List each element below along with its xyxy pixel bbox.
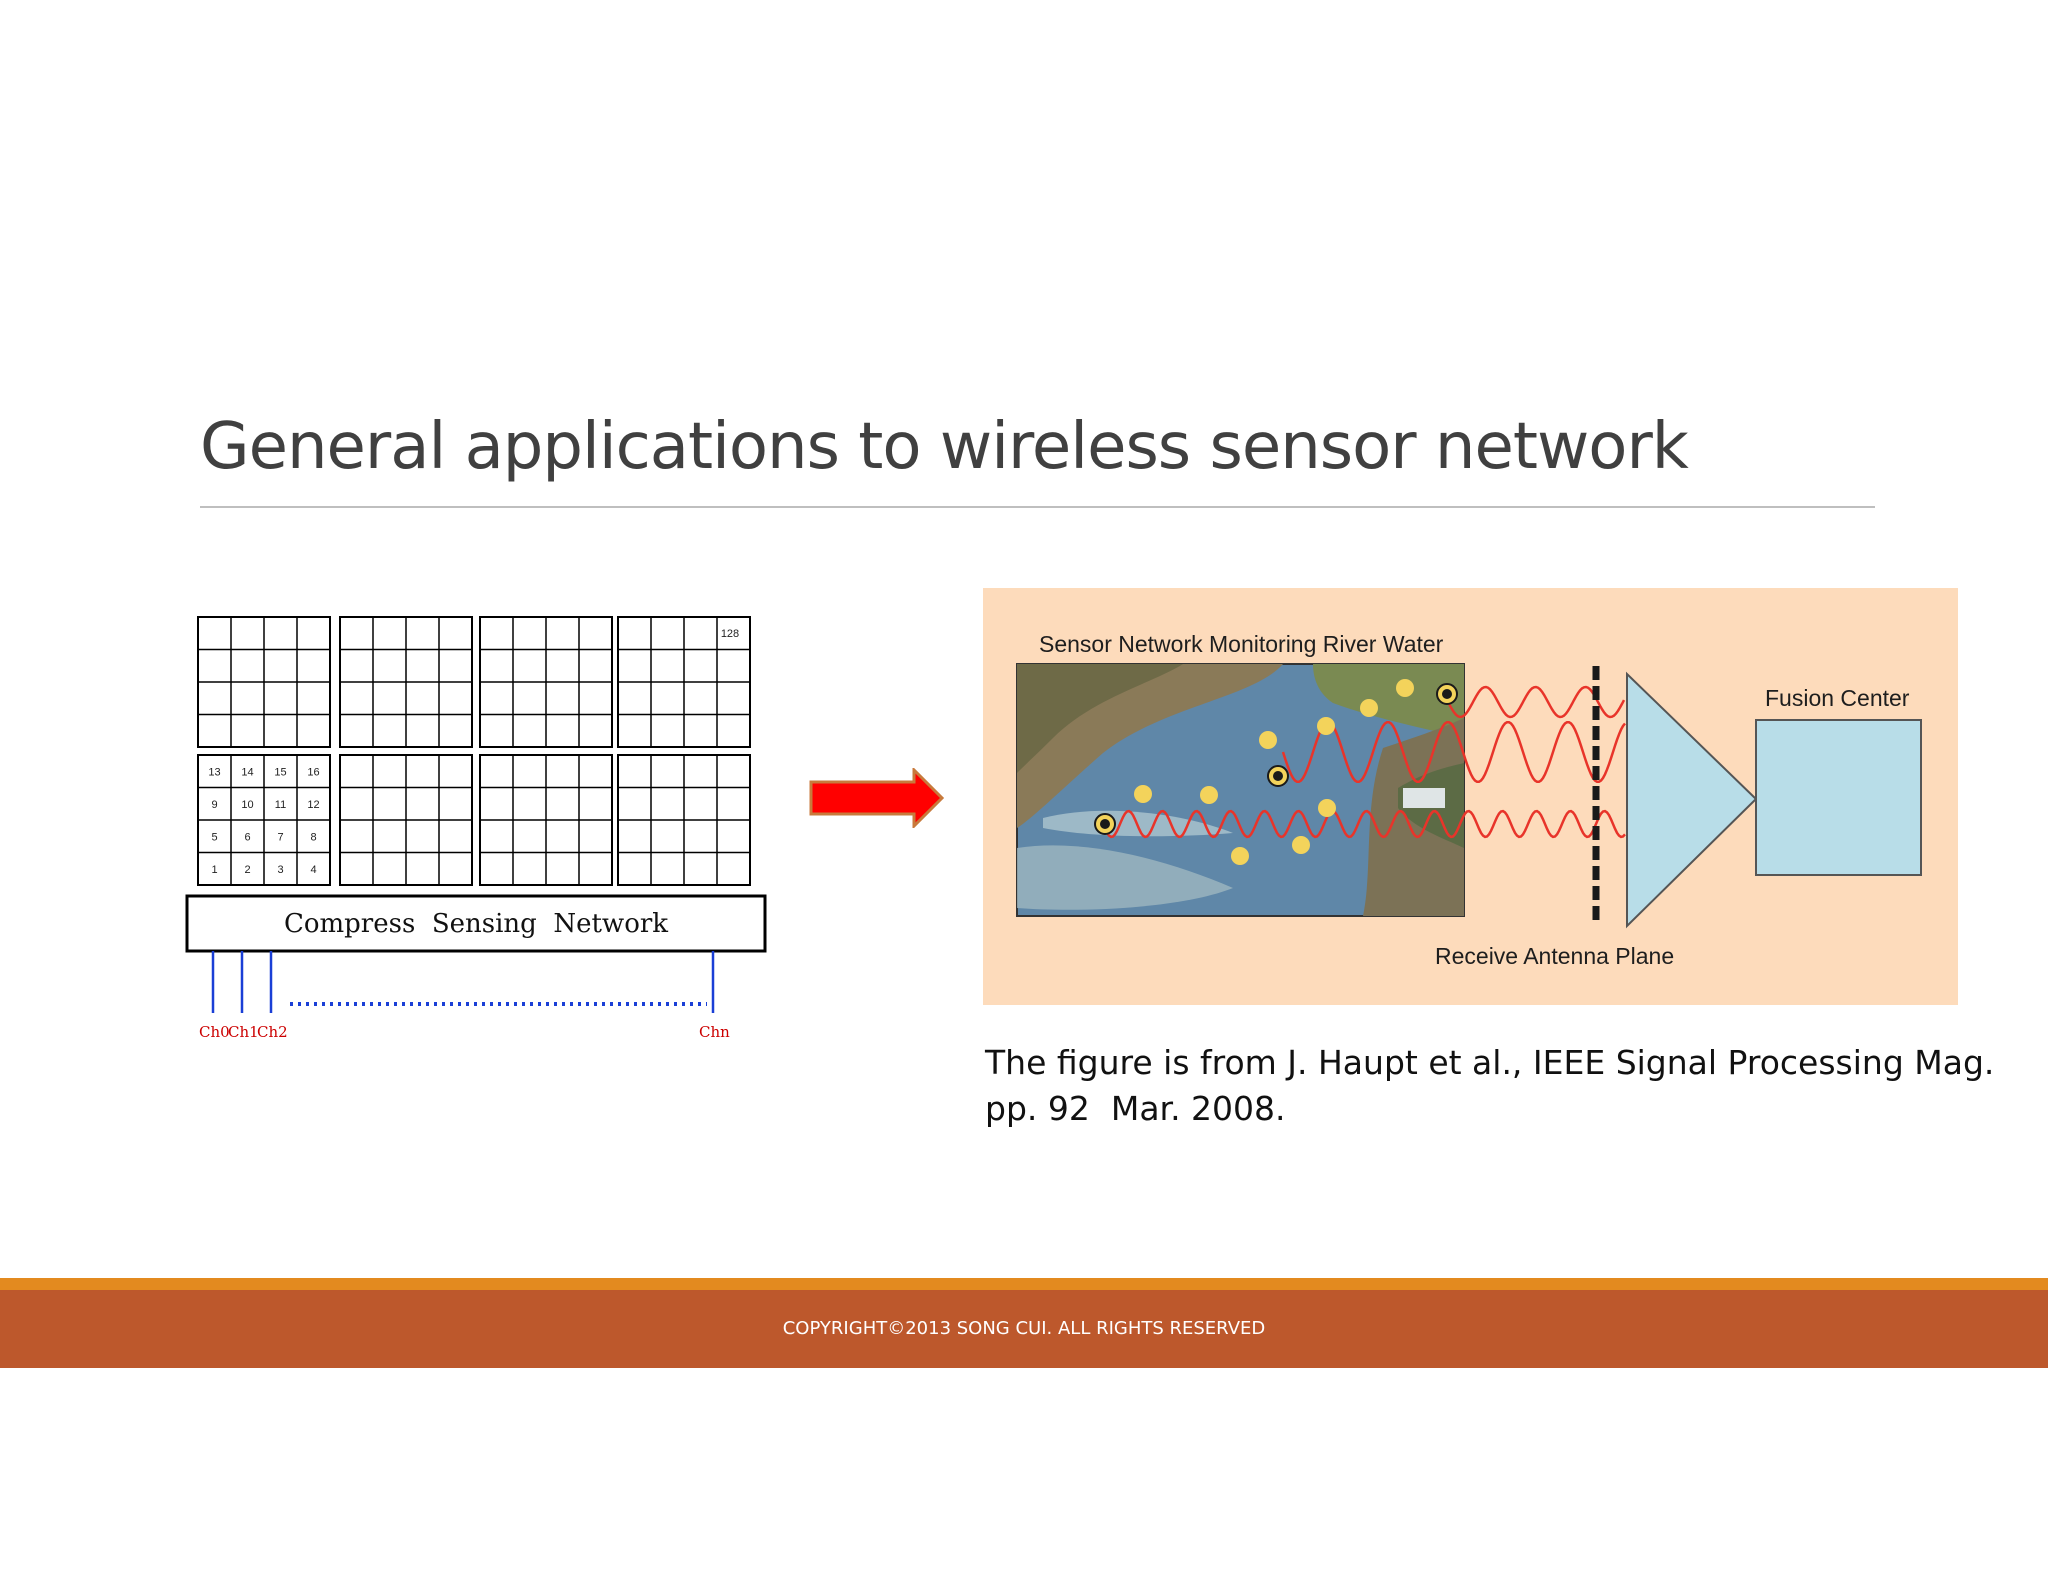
sensor-block-5	[197, 754, 331, 886]
sensor-node-7	[1318, 799, 1336, 817]
fusion-center-label: Fusion Center	[1765, 685, 1910, 711]
right-arrow	[809, 768, 945, 828]
sensor-node-9	[1292, 836, 1310, 854]
sensor-network-figure: Sensor Network Monitoring River Water Fu…	[983, 588, 1958, 1005]
channel-label-ch1: Ch1	[228, 1023, 259, 1041]
figure-caption: The figure is from J. Haupt et al., IEEE…	[985, 1040, 1995, 1132]
sensor-grid-blocks	[197, 616, 751, 886]
cell-number-8: 8	[310, 831, 316, 843]
cell-number-128: 128	[721, 628, 739, 640]
cell-number-1: 1	[211, 864, 217, 876]
cell-number-4: 4	[310, 864, 316, 876]
wave-bottom	[1101, 809, 1626, 839]
sensor-nodes	[1094, 679, 1458, 865]
cell-number-6: 6	[244, 831, 250, 843]
active-sensor-core-1	[1442, 689, 1452, 699]
cell-number-16: 16	[307, 766, 319, 778]
sensor-block-7	[479, 754, 613, 886]
cell-number-5: 5	[211, 831, 217, 843]
sensor-block-1	[197, 616, 331, 748]
cell-number-3: 3	[277, 864, 283, 876]
sensor-node-3	[1317, 717, 1335, 735]
fusion-center-box	[1755, 719, 1922, 876]
sensor-node-2	[1360, 699, 1378, 717]
cell-number-13: 13	[208, 766, 220, 778]
figure-heading: Sensor Network Monitoring River Water	[1039, 631, 1444, 657]
footer-band: COPYRIGHT©2013 SONG CUI. ALL RIGHTS RESE…	[0, 1290, 2048, 1368]
sensor-block-6	[339, 754, 473, 886]
cell-number-15: 15	[274, 766, 286, 778]
sensor-block-3	[479, 616, 613, 748]
sensor-node-4	[1259, 731, 1277, 749]
receive-antenna-plane-label: Receive Antenna Plane	[1435, 943, 1674, 969]
sensor-node-6	[1200, 786, 1218, 804]
compress-sensing-network-label: Compress Sensing Network	[284, 909, 668, 939]
cell-number-12: 12	[307, 799, 319, 811]
river-photo	[1016, 663, 1465, 917]
caption-line-2: pp. 92 Mar. 2008.	[985, 1089, 1286, 1128]
wave-middle	[1281, 720, 1626, 784]
cell-number-7: 7	[277, 831, 283, 843]
cell-number-11: 11	[275, 799, 286, 811]
slide-title: General applications to wireless sensor …	[200, 410, 1689, 484]
cell-number-2: 2	[244, 864, 250, 876]
sensor-block-8	[617, 754, 751, 886]
sensor-block-4	[617, 616, 751, 748]
compress-sensing-network-box	[185, 894, 767, 953]
active-sensor-core-3	[1100, 819, 1110, 829]
active-sensor-core-2	[1273, 771, 1283, 781]
antenna-triangle	[1626, 671, 1758, 929]
sensor-node-8	[1231, 847, 1249, 865]
sensor-block-2	[339, 616, 473, 748]
copyright-text: COPYRIGHT©2013 SONG CUI. ALL RIGHTS RESE…	[782, 1318, 1266, 1339]
cell-number-14: 14	[241, 766, 253, 778]
cell-number-10: 10	[241, 799, 253, 811]
channel-label-ch0: Ch0	[199, 1023, 230, 1041]
channel-label-chn: Chn	[699, 1023, 730, 1041]
caption-line-1: The figure is from J. Haupt et al., IEEE…	[985, 1043, 1995, 1082]
channel-label-ch2: Ch2	[257, 1023, 288, 1041]
sensor-node-1	[1396, 679, 1414, 697]
footer-accent-stripe	[0, 1278, 2048, 1290]
cell-number-9: 9	[211, 799, 217, 811]
right-arrow-shape	[809, 768, 945, 828]
sensor-node-5	[1134, 785, 1152, 803]
title-underline	[200, 506, 1875, 508]
